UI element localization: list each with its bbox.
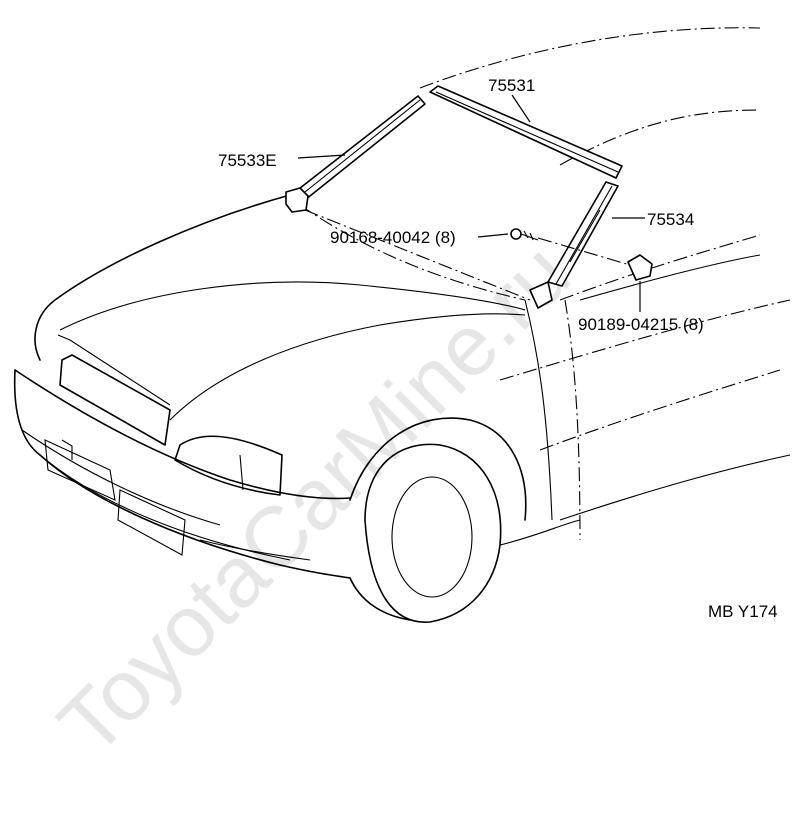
part-75534-shape[interactable] — [529, 181, 619, 309]
assembly-line-left — [304, 209, 531, 301]
watermark-text: ToyotaCarMine.ru — [41, 226, 589, 774]
label-75533e[interactable]: 75533E — [218, 151, 277, 170]
label-75534[interactable]: 75534 — [647, 210, 694, 229]
label-90189-04215[interactable]: 90189-04215 (8) — [578, 315, 704, 334]
label-90168-40042[interactable]: 90168-40042 (8) — [330, 228, 456, 247]
leader-75531 — [511, 94, 531, 123]
leader-75533e — [297, 154, 346, 159]
screw-90168-shape[interactable] — [510, 228, 539, 241]
label-75531[interactable]: 75531 — [488, 76, 535, 95]
part-75531-shape[interactable] — [429, 85, 623, 179]
diagram-code: MB Y174 — [708, 602, 778, 621]
clip-90189-shape[interactable] — [627, 254, 653, 281]
leader-90168 — [477, 233, 509, 238]
car-body-outline — [13, 27, 791, 623]
part-75533e-shape[interactable] — [285, 95, 426, 213]
assembly-line-right — [537, 237, 631, 266]
